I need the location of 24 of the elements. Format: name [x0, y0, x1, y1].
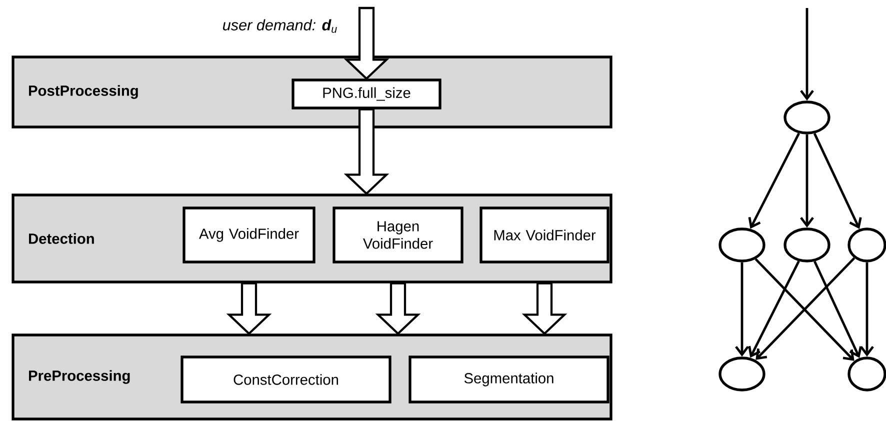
ellipse-node: [718, 228, 766, 262]
ellipse-node: [784, 228, 830, 262]
process-box: PNG.full_size: [292, 78, 442, 110]
block-arrow: [344, 108, 390, 196]
process-box: Hagen VoidFinder: [332, 206, 464, 264]
process-box: Segmentation: [408, 356, 610, 404]
edge-label: user demand: d$_{u}$: [223, 19, 337, 33]
arrow: [813, 132, 862, 230]
arrow: [814, 260, 862, 358]
arrow: [735, 262, 749, 357]
ellipse-node: [784, 100, 830, 134]
process-box: ConstCorrection: [180, 356, 392, 404]
block-arrow: [226, 282, 272, 336]
block-arrow: [375, 282, 421, 336]
ellipse-node: [718, 356, 766, 392]
arrow: [800, 8, 814, 101]
process-box: Max VoidFinder: [480, 206, 610, 264]
arrow: [800, 134, 814, 228]
arrow: [748, 260, 800, 358]
block-arrow: [522, 282, 568, 336]
arrow: [748, 132, 800, 229]
process-box: Avg VoidFinder: [182, 206, 316, 264]
block-arrow: [344, 6, 390, 80]
arrow: [860, 262, 874, 357]
